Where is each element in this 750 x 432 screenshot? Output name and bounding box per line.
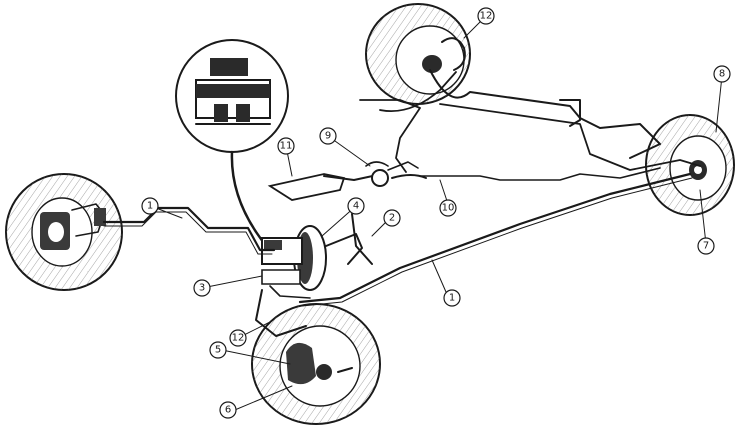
- svg-text:7: 7: [703, 241, 709, 252]
- callout-10: 10: [439, 199, 457, 217]
- callout-7: 7: [697, 237, 715, 255]
- parking-brake-lever: [267, 161, 427, 201]
- brake-booster: [261, 213, 373, 291]
- callout-1-main-line: 1: [443, 289, 461, 307]
- callout-4: 4: [347, 197, 365, 215]
- svg-text:10: 10: [442, 203, 455, 214]
- svg-text:1: 1: [449, 293, 455, 304]
- callout-9: 9: [319, 127, 337, 145]
- svg-text:1: 1: [147, 201, 153, 212]
- brake-lines: [102, 69, 701, 337]
- svg-text:9: 9: [325, 131, 331, 142]
- callout-12-front: 12: [229, 329, 247, 347]
- callout-2: 2: [383, 209, 401, 227]
- svg-text:12: 12: [480, 11, 493, 22]
- svg-text:3: 3: [199, 283, 205, 294]
- callout-1-front-left-line: 1: [141, 197, 159, 215]
- rear-right-wheel: [645, 114, 735, 216]
- callout-3: 3: [193, 279, 211, 297]
- callout-8: 8: [713, 65, 731, 83]
- svg-text:4: 4: [353, 201, 359, 212]
- callout-5: 5: [209, 341, 227, 359]
- callout-6: 6: [219, 401, 237, 419]
- front-right-wheel: [251, 303, 381, 425]
- front-left-wheel: [5, 173, 123, 291]
- leader-lines: [155, 15, 723, 413]
- svg-text:5: 5: [215, 345, 221, 356]
- reservoir-inset: [175, 39, 289, 250]
- svg-text:6: 6: [225, 405, 231, 416]
- callout-11: 11: [277, 137, 295, 155]
- svg-text:8: 8: [719, 69, 725, 80]
- svg-text:12: 12: [232, 333, 245, 344]
- svg-text:2: 2: [389, 213, 395, 224]
- callout-12-rear: 12: [477, 7, 495, 25]
- svg-text:11: 11: [280, 141, 293, 152]
- rear-left-wheel: [365, 3, 471, 105]
